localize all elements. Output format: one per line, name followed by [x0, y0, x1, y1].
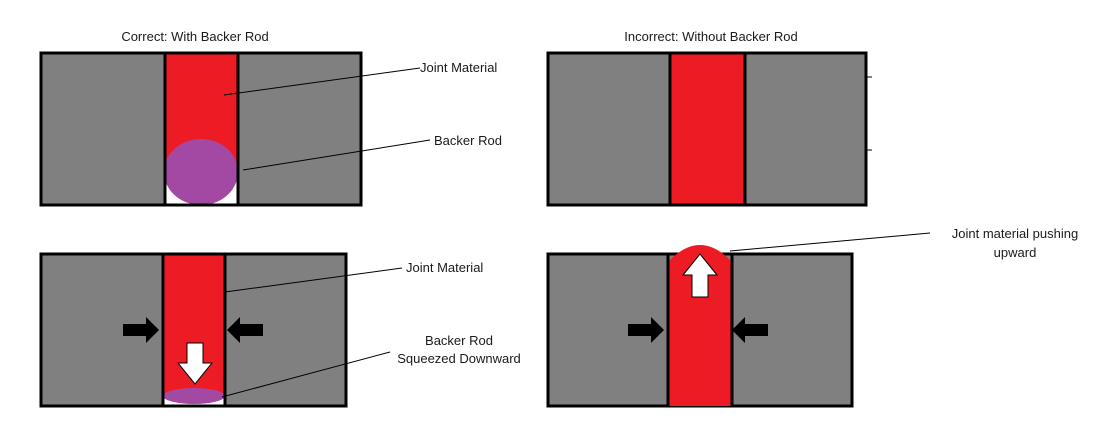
joint-material	[670, 53, 745, 205]
panel-bottom-right: Joint material pushing upward	[546, 226, 1078, 408]
panel-title: Correct: With Backer Rod	[121, 29, 268, 44]
slab-outline	[546, 51, 868, 207]
label-squeezed-downward: Squeezed Downward	[397, 351, 521, 366]
panel-bottom-left: Joint Material Backer Rod Squeezed Downw…	[39, 252, 521, 408]
leader-line	[224, 267, 403, 293]
backer-rod	[164, 139, 238, 205]
slab-outline	[39, 51, 363, 207]
white-arrow-icon	[681, 253, 719, 298]
label-joint-pushing: Joint material pushing	[952, 226, 1078, 241]
label-backer-rod: Backer Rod	[434, 133, 502, 148]
label-upward: upward	[994, 245, 1037, 260]
black-arrow-icon	[628, 317, 664, 343]
label-joint-material: Joint Material	[406, 260, 483, 275]
slab-outline	[39, 252, 348, 408]
panel-top-left: Correct: With Backer Rod Joint Material …	[39, 29, 502, 207]
panel-title: Incorrect: Without Backer Rod	[624, 29, 797, 44]
white-arrow-icon	[176, 342, 214, 385]
leader-line	[221, 351, 391, 398]
label-joint-material: Joint Material	[420, 60, 497, 75]
leader-line	[729, 232, 931, 252]
label-backer-rod: Backer Rod	[425, 333, 493, 348]
leader-line	[242, 139, 431, 171]
black-arrow-icon	[732, 317, 768, 343]
joint-material-bulging	[668, 245, 732, 406]
leader-line	[223, 67, 421, 96]
backer-rod-squeezed	[163, 388, 225, 404]
black-arrow-icon	[123, 317, 159, 343]
black-arrow-icon	[227, 317, 263, 343]
panel-top-right: Incorrect: Without Backer Rod	[546, 29, 872, 207]
